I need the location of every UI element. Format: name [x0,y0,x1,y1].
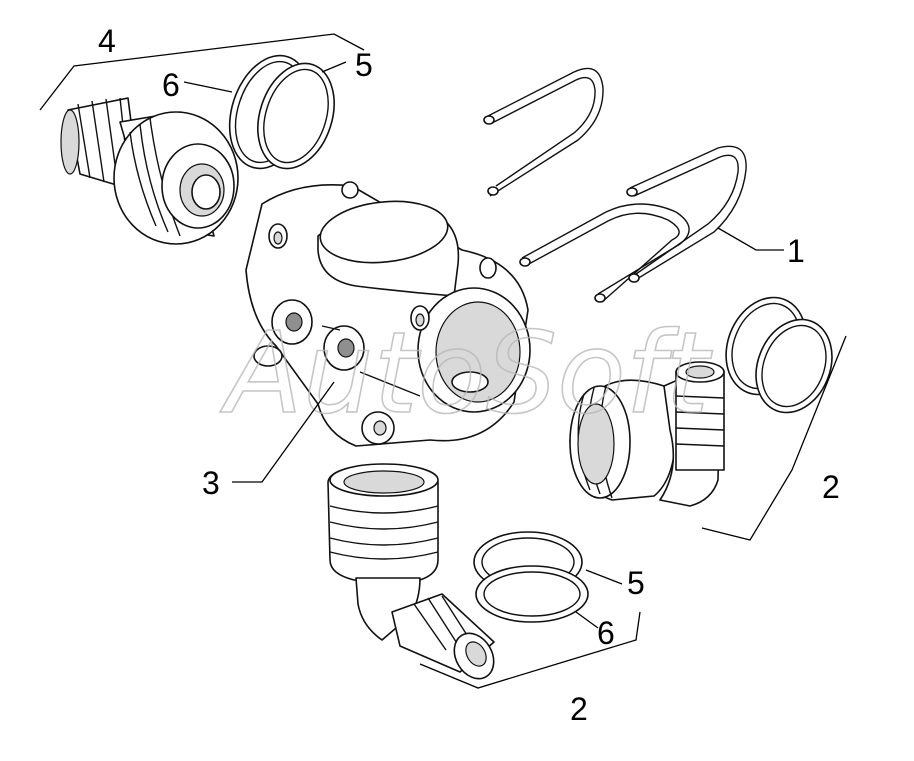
callout-2-right: 2 [822,469,840,505]
o-ring-pair-top [228,54,335,170]
o-ring-pair-right [725,296,833,414]
callout-4: 4 [98,23,116,59]
elbow-fitting-bottom [327,463,495,680]
callout-5-bottom: 5 [627,565,645,601]
straight-fitting [60,97,239,245]
u-clip-lower [519,145,747,303]
port-left [271,299,313,345]
callout-5-top: 5 [355,47,373,83]
o-ring-pair-bottom [473,531,589,623]
port-center [323,325,365,371]
valve-body [245,181,531,447]
watermark-text: AutoSoft [220,309,713,439]
port-bottom [361,411,395,445]
callout-2-bottom: 2 [570,691,588,727]
callout-3: 3 [202,465,220,501]
u-clip-upper [483,67,604,197]
mount-lugs [253,181,497,367]
leader-lines [39,33,847,689]
callout-6-bottom: 6 [597,615,615,651]
callout-1: 1 [787,233,805,269]
elbow-fitting-right [569,361,725,507]
callout-6-top: 6 [162,67,180,103]
